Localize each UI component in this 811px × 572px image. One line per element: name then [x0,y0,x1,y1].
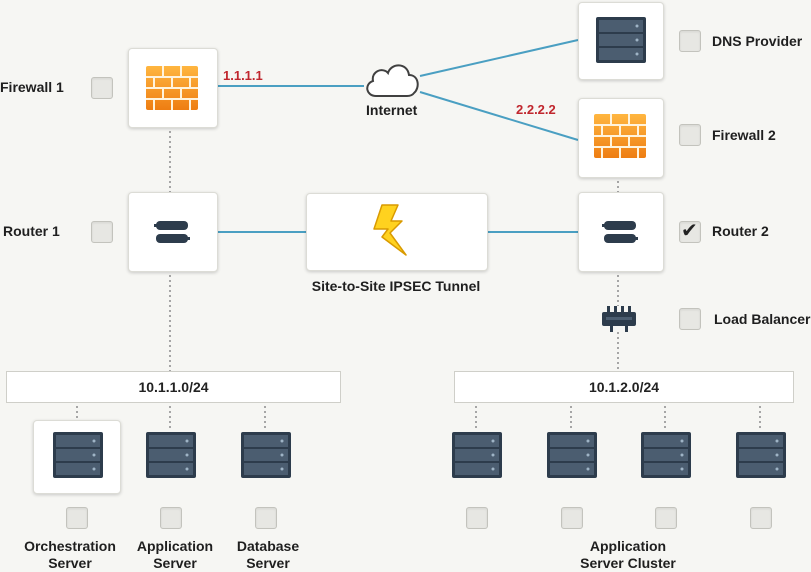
application-server-cluster-label: Application Server Cluster [548,538,708,572]
database-server-label-line1: Database [236,538,300,554]
application-server-label: Application Server [115,538,235,572]
brick-wall-icon [594,114,646,158]
orchestration-server-label: Orchestration Server [10,538,130,572]
application-server-checkbox[interactable] [160,507,182,529]
internet-label: Internet [366,102,418,118]
orchestration-server-checkbox[interactable] [66,507,88,529]
cluster-server-3-checkbox[interactable] [655,507,677,529]
tunnel-label: Site-to-Site IPSEC Tunnel [311,278,481,294]
cluster-label-line2: Server Cluster [580,555,676,571]
server-rack-icon [452,432,502,478]
router-2-checkbox[interactable]: ✔ [679,218,701,243]
server-rack-icon [736,432,786,478]
firewall-2-checkbox[interactable] [679,124,701,146]
firewall-1-checkbox[interactable] [91,77,113,99]
orchestration-server-label-line1: Orchestration [24,538,116,554]
load-balancer-label: Load Balancer [714,311,811,327]
router-1-checkbox[interactable] [91,221,113,243]
server-rack-icon [641,432,691,478]
cluster-server-4-checkbox[interactable] [750,507,772,529]
firewall-2-ip: 2.2.2.2 [516,102,556,117]
router-2-card [578,192,664,272]
server-rack-icon [547,432,597,478]
server-rack-icon [146,432,196,478]
database-server-label: Database Server [208,538,328,572]
subnet-right: 10.1.2.0/24 [454,371,794,403]
firewall-2-label: Firewall 2 [712,127,776,143]
link-internet-firewall2 [419,91,579,141]
brick-wall-icon [146,66,198,110]
server-rack-icon [596,17,646,63]
router-icon [602,221,638,243]
load-balancer-icon [602,306,636,332]
cluster-label-line1: Application [589,538,667,554]
lightning-bolt-icon [373,204,407,256]
subnet-left: 10.1.1.0/24 [6,371,341,403]
database-server-label-line2: Server [246,555,290,571]
router-1-card [128,192,218,272]
database-server-checkbox[interactable] [255,507,277,529]
firewall-1-label: Firewall 1 [0,79,64,95]
cloud-icon [366,64,419,97]
cluster-server-1-checkbox[interactable] [466,507,488,529]
router-1-label: Router 1 [3,223,60,239]
dns-provider-checkbox[interactable] [679,30,701,52]
router-2-label: Router 2 [712,223,769,239]
router-icon [154,221,190,243]
firewall-1-ip: 1.1.1.1 [223,68,263,83]
orchestration-server-label-line2: Server [48,555,92,571]
server-rack-icon [53,432,103,478]
application-server-label-line1: Application [136,538,214,554]
checkmark-icon: ✔ [681,218,698,242]
server-rack-icon [241,432,291,478]
application-server-label-line2: Server [153,555,197,571]
dns-provider-label: DNS Provider [712,33,803,49]
link-internet-dns [419,39,579,77]
load-balancer-checkbox[interactable] [679,308,701,330]
cluster-server-2-checkbox[interactable] [561,507,583,529]
